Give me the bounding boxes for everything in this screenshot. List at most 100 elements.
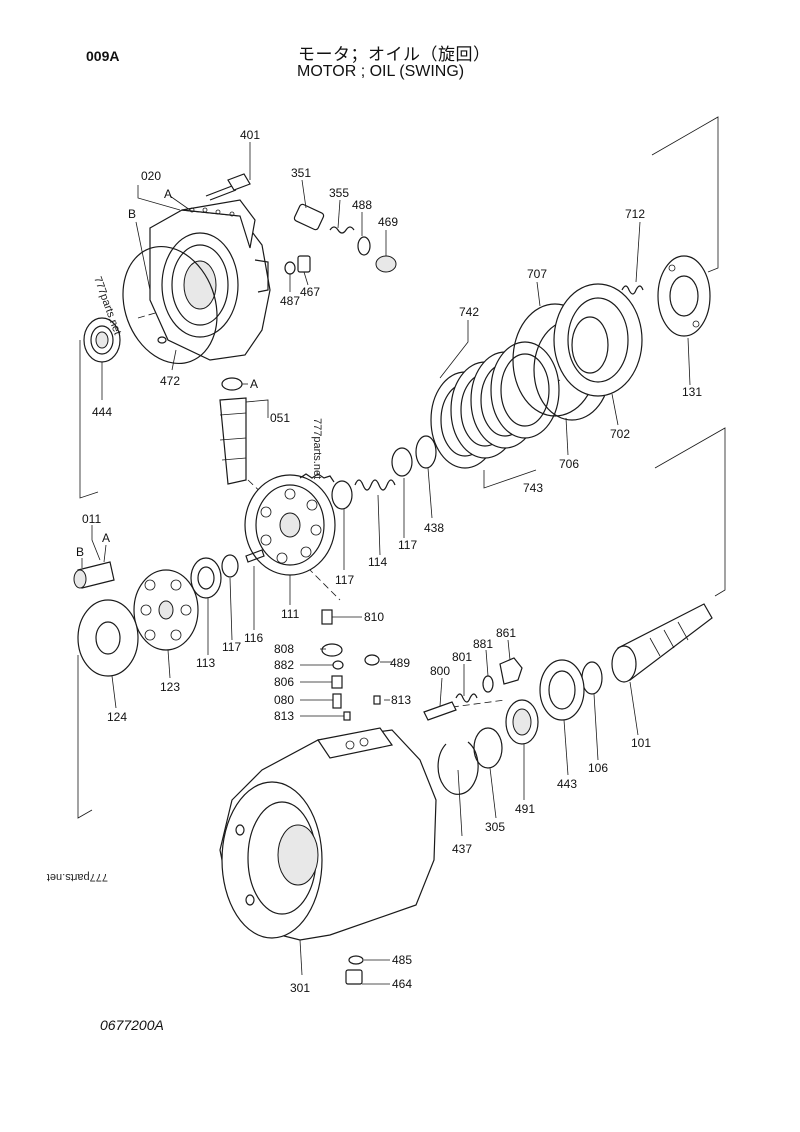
watermark-center: 777parts.net xyxy=(311,418,323,479)
label-a-2: A xyxy=(250,377,258,391)
spring-801 xyxy=(455,693,478,703)
cylinder-block-111 xyxy=(244,473,336,576)
label-123: 123 xyxy=(160,680,180,694)
plug-861 xyxy=(499,657,523,685)
snap-ring-437 xyxy=(437,741,479,795)
label-706: 706 xyxy=(559,457,579,471)
label-485: 485 xyxy=(392,953,412,967)
drawing-number: 0677200A xyxy=(100,1017,164,1033)
friction-plates-742-743 xyxy=(430,341,560,469)
output-shaft-101 xyxy=(611,603,713,683)
label-051: 051 xyxy=(270,411,290,425)
label-106: 106 xyxy=(588,761,608,775)
oil-seal-491 xyxy=(505,699,539,745)
label-124: 124 xyxy=(107,710,127,724)
label-443: 443 xyxy=(557,777,577,791)
spherical-bush-113 xyxy=(190,557,222,599)
label-487: 487 xyxy=(280,294,300,308)
label-469: 469 xyxy=(378,215,398,229)
label-743: 743 xyxy=(523,481,543,495)
label-488: 488 xyxy=(352,198,372,212)
label-491: 491 xyxy=(515,802,535,816)
shaft-assembly-011 xyxy=(73,561,115,589)
label-131: 131 xyxy=(682,385,702,399)
oring-a xyxy=(221,377,243,391)
label-800: 800 xyxy=(430,664,450,678)
label-a-1: A xyxy=(164,187,172,201)
retainer-plate-123 xyxy=(133,569,199,651)
label-813-a: 813 xyxy=(274,709,294,723)
watermark-mirrored: 777parts.net xyxy=(47,871,108,883)
label-810: 810 xyxy=(364,610,384,624)
spring-114 xyxy=(354,479,396,491)
washer-117-b xyxy=(391,447,413,477)
plug-464 xyxy=(345,969,363,985)
label-a-3: A xyxy=(102,531,110,545)
upper-housing-020 xyxy=(149,199,271,361)
label-020: 020 xyxy=(141,169,161,183)
label-114: 114 xyxy=(368,555,387,569)
label-707: 707 xyxy=(527,267,547,281)
label-117-c: 117 xyxy=(222,640,241,654)
label-861: 861 xyxy=(496,626,516,640)
label-117-b: 117 xyxy=(335,573,354,587)
oring-489 xyxy=(364,654,380,666)
label-806: 806 xyxy=(274,675,294,689)
label-489: 489 xyxy=(390,656,410,670)
ring-438 xyxy=(415,435,437,469)
pin-800 xyxy=(423,701,457,721)
label-116: 116 xyxy=(244,631,263,645)
thrust-plate-124 xyxy=(77,599,139,677)
title-english: MOTOR ; OIL (SWING) xyxy=(297,63,465,80)
label-113: 113 xyxy=(196,656,215,670)
brake-piston-702 xyxy=(553,283,643,397)
plug-assembly xyxy=(284,203,397,275)
label-401: 401 xyxy=(240,128,260,142)
label-305: 305 xyxy=(485,820,505,834)
label-117-a: 117 xyxy=(398,538,417,552)
label-464: 464 xyxy=(392,977,412,991)
bearing-444 xyxy=(83,317,121,363)
label-712: 712 xyxy=(625,207,645,221)
title-japanese: モータ；オイル（旋回） xyxy=(298,45,491,64)
washer-117-a xyxy=(331,480,353,510)
collar-106 xyxy=(581,661,603,695)
motor-casing-301 xyxy=(219,727,437,941)
label-882: 882 xyxy=(274,658,294,672)
label-011: 011 xyxy=(82,512,101,526)
spring-712 xyxy=(621,285,644,295)
oring-472 xyxy=(122,245,218,365)
label-355: 355 xyxy=(329,186,349,200)
label-881: 881 xyxy=(473,637,493,651)
label-813-b: 813 xyxy=(391,693,411,707)
label-444: 444 xyxy=(92,405,112,419)
pin-116 xyxy=(245,549,265,563)
label-808: 808 xyxy=(274,642,294,656)
part-labels: 401 020 A B 351 355 488 469 487 467 472 … xyxy=(76,128,702,995)
label-080: 080 xyxy=(274,693,294,707)
label-301: 301 xyxy=(290,981,310,995)
shaft-051 xyxy=(219,397,247,485)
label-742: 742 xyxy=(459,305,479,319)
label-437: 437 xyxy=(452,842,472,856)
label-438: 438 xyxy=(424,521,444,535)
label-111: 111 xyxy=(281,607,300,621)
leader-lines xyxy=(81,142,691,985)
page-code: 009A xyxy=(86,48,120,64)
ring-881 xyxy=(482,675,494,693)
label-467: 467 xyxy=(300,285,320,299)
label-b-3: B xyxy=(76,545,84,559)
label-472: 472 xyxy=(160,374,180,388)
label-b-1: B xyxy=(128,207,136,221)
valve-plate-131 xyxy=(657,255,711,337)
bolt-401 xyxy=(205,173,251,201)
relief-valve-parts xyxy=(321,609,381,721)
oring-485 xyxy=(348,955,364,965)
washer-117-c xyxy=(221,554,239,578)
label-801: 801 xyxy=(452,650,472,664)
label-101: 101 xyxy=(631,736,651,750)
label-702: 702 xyxy=(610,427,630,441)
label-351: 351 xyxy=(291,166,311,180)
bearing-443 xyxy=(539,659,585,721)
